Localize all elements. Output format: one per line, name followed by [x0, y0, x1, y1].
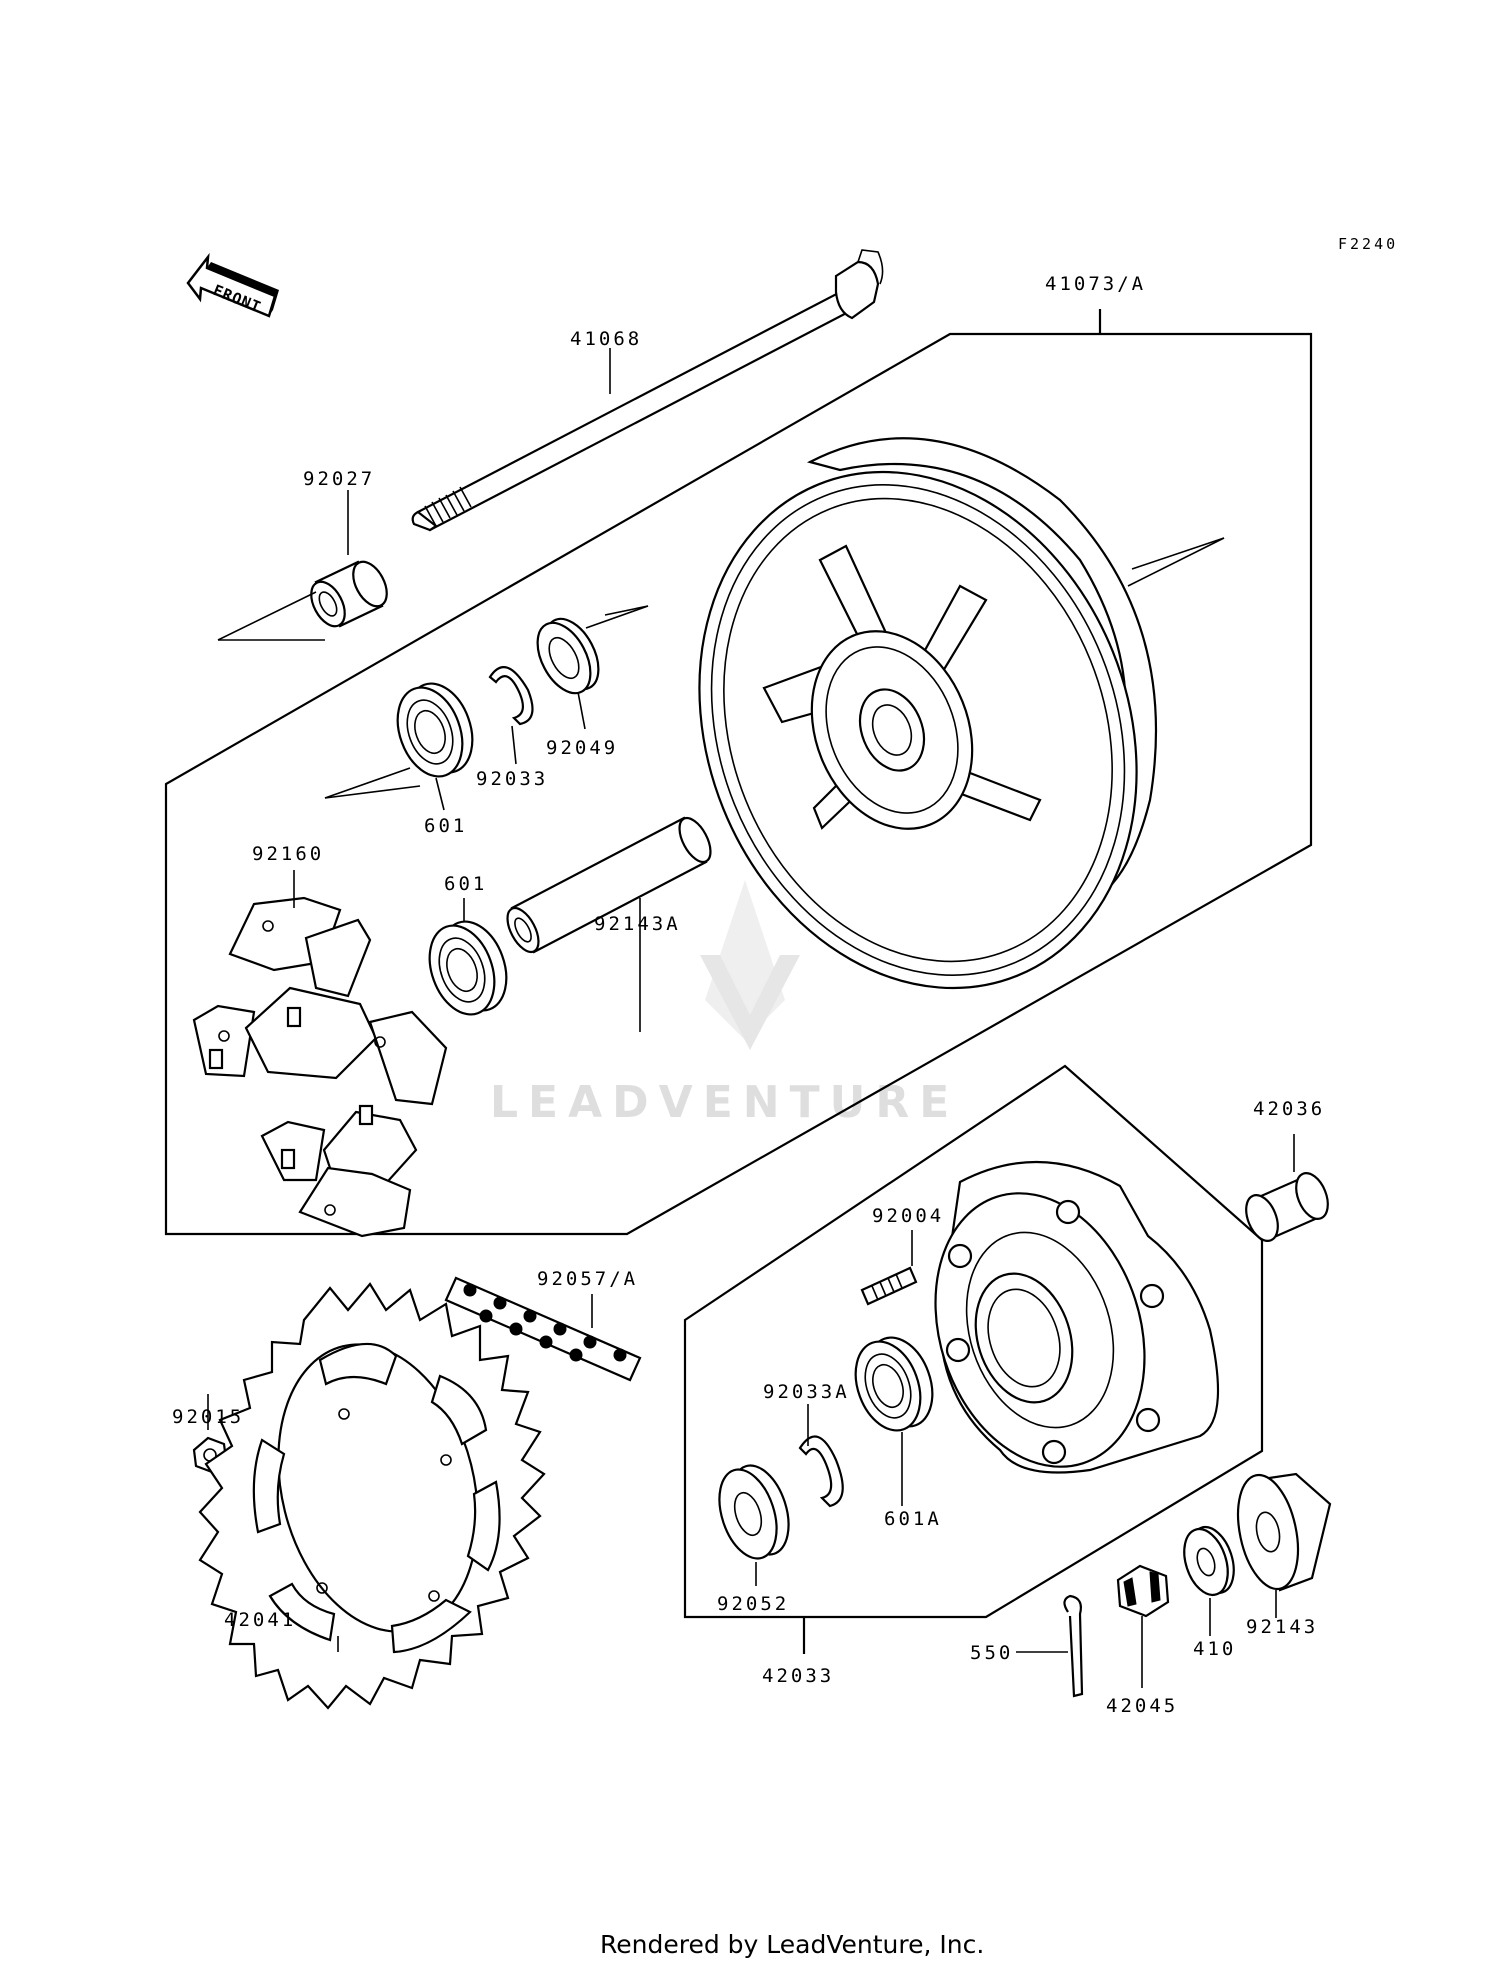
diagram-code: F2240 — [1338, 235, 1398, 253]
callout-42045: 42045 — [1106, 1695, 1178, 1717]
castle-nut — [1116, 1564, 1170, 1618]
wheel-damper — [192, 896, 448, 1238]
wheel-assembly-outline — [164, 332, 1313, 1236]
callout-92004: 92004 — [872, 1205, 944, 1227]
leader-lines — [207, 348, 1295, 1688]
collar — [310, 560, 388, 628]
callout-92027: 92027 — [303, 468, 375, 490]
circlip — [488, 666, 534, 726]
callout-601-top: 601 — [424, 815, 467, 837]
hub-bearing — [854, 1336, 934, 1432]
rear-sprocket — [198, 1282, 546, 1710]
callout-92052: 92052 — [717, 1593, 789, 1615]
callout-601-mid: 601 — [444, 873, 487, 895]
callout-42041: 42041 — [224, 1609, 296, 1631]
callout-92033a: 92033A — [763, 1381, 850, 1403]
callout-601a: 601A — [884, 1508, 942, 1530]
watermark: LEADVENTURE — [490, 880, 959, 1128]
hub-oil-seal — [718, 1464, 790, 1560]
callout-41073-a: 41073/A — [1045, 273, 1146, 295]
drive-chain — [444, 1276, 642, 1382]
front-arrow-icon: FRONT — [186, 252, 279, 318]
callout-92033: 92033 — [476, 768, 548, 790]
callout-92049: 92049 — [546, 737, 618, 759]
oil-seal — [536, 617, 600, 695]
spacer — [506, 816, 712, 954]
cotter-pin — [1063, 1594, 1084, 1698]
footer-credit: Rendered by LeadVenture, Inc. — [600, 1930, 984, 1959]
callout-42036: 42036 — [1253, 1098, 1325, 1120]
callout-410: 410 — [1193, 1638, 1236, 1660]
ball-bearing — [396, 682, 474, 778]
callout-92143a: 92143A — [594, 913, 681, 935]
hub-assembly-outline — [683, 1064, 1264, 1619]
washer — [1183, 1525, 1235, 1597]
watermark-text: LEADVENTURE — [490, 1077, 959, 1128]
callout-92015: 92015 — [172, 1406, 244, 1428]
callout-550: 550 — [970, 1642, 1013, 1664]
callout-92057-a: 92057/A — [537, 1268, 638, 1290]
axle — [411, 249, 884, 532]
right-collar — [1236, 1472, 1332, 1592]
hub-collar — [1245, 1172, 1329, 1242]
callout-92160: 92160 — [252, 843, 324, 865]
sprocket-hub — [934, 1160, 1220, 1474]
stud-bolt — [860, 1266, 918, 1306]
callout-41068: 41068 — [570, 328, 642, 350]
hub-circlip — [798, 1435, 844, 1508]
callout-42033: 42033 — [762, 1665, 834, 1687]
rear-wheel — [698, 437, 1158, 990]
callout-92143: 92143 — [1246, 1616, 1318, 1638]
ball-bearing — [428, 920, 508, 1016]
